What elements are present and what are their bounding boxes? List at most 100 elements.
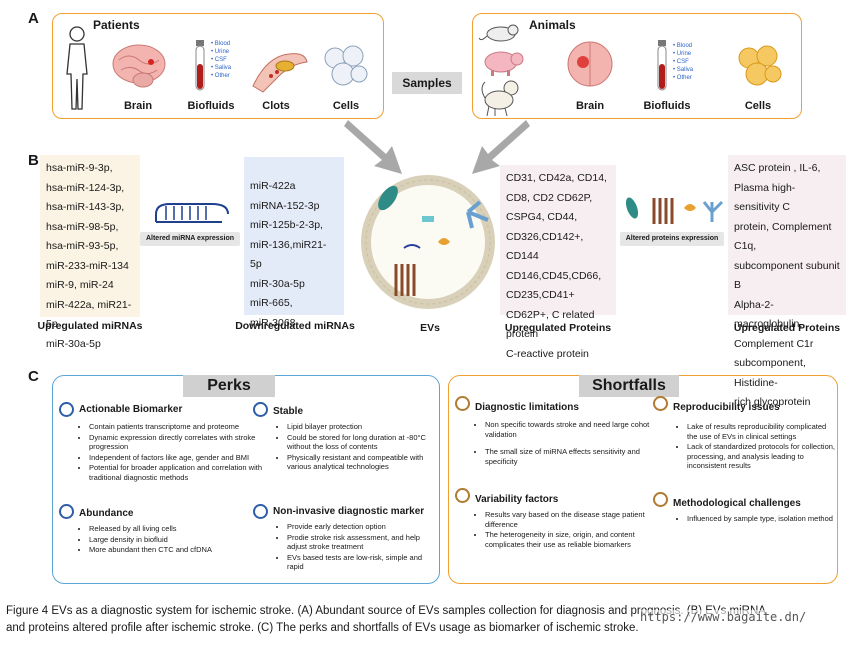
samples-label: Samples xyxy=(392,72,462,94)
list-item: Could be stored for long duration at -80… xyxy=(287,433,445,452)
figure-caption: Figure 4 EVs as a diagnostic system for … xyxy=(6,603,862,637)
perks-box: Perks Actionable Biomarker Contain patie… xyxy=(52,375,440,584)
perks-title: Perks xyxy=(183,375,275,397)
downregulated-mirna-caption: Downregulated miRNAs xyxy=(235,320,355,332)
patients-item-biofluids: Biofluids xyxy=(187,100,235,112)
perk-title: Abundance xyxy=(79,508,134,519)
check-icon xyxy=(455,488,470,503)
mirna-item: miR-3068 xyxy=(250,316,296,329)
evs-label: EVs xyxy=(420,322,440,334)
animal-brain-icon xyxy=(567,41,613,87)
list-item: Non specific towards stroke and need lar… xyxy=(485,420,663,439)
list-item: Dynamic expression directly correlates w… xyxy=(89,433,281,452)
mirna-item: miR-9, miR-24 xyxy=(46,279,114,291)
list-item: Lack of standardized protocols for colle… xyxy=(687,442,837,471)
caption-line-2: and proteins altered profile after ische… xyxy=(6,622,639,634)
protein-item: subcomponent subunit B xyxy=(734,259,840,292)
mirna-hairpin-icon xyxy=(155,203,229,223)
protein-item: CSPG4, CD44, xyxy=(506,211,578,223)
panel-a-letter: A xyxy=(28,10,39,27)
protein-item: protein, Complement C1q, xyxy=(734,220,832,253)
shortfall-list: Influenced by sample type, isolation met… xyxy=(675,514,837,525)
panel-b-letter: B xyxy=(28,152,39,169)
shortfall-title: Methodological challenges xyxy=(673,498,801,509)
perk-list: Released by all living cells Large densi… xyxy=(77,524,269,556)
protein-item: Alpha-2-macroglobulin, xyxy=(734,298,803,331)
mirna-item: miR-422a, miR21-5p xyxy=(46,298,132,331)
upregulated-mirna-box: hsa-miR-9-3p, hsa-miR-124-3p, hsa-miR-14… xyxy=(40,155,140,350)
cells-icon xyxy=(324,45,368,86)
protein-item: C-reactive protein xyxy=(506,347,589,360)
biofluid-item: Urine xyxy=(211,48,231,56)
upregulated-proteins-box-1: CD31, CD42a, CD14, CD8, CD2 CD62P, CSPG4… xyxy=(500,165,616,360)
patients-item-clots: Clots xyxy=(262,100,290,112)
right-arrow-icon xyxy=(472,120,530,174)
patients-item-cells: Cells xyxy=(332,100,360,112)
left-arrow-icon xyxy=(344,120,402,174)
human-icon xyxy=(66,26,88,110)
list-item: Physically resistant and compeatible wit… xyxy=(287,453,445,472)
perk-list: Lipid bilayer protection Could be stored… xyxy=(275,422,445,473)
patients-item-brain: Brain xyxy=(123,100,153,112)
biofluid-item: Blood xyxy=(211,40,231,48)
list-item: EVs based tests are low-risk, simple and… xyxy=(287,553,437,572)
panel-c-letter: C xyxy=(28,368,39,385)
mirna-item: hsa-miR-9-3p, xyxy=(46,162,113,174)
protein-item: Complement C1r xyxy=(734,337,814,350)
mirna-item: hsa-miR-124-3p, xyxy=(46,181,125,194)
mirna-item: hsa-miR-98-5p, xyxy=(46,220,119,233)
check-icon xyxy=(653,492,668,507)
list-item: Potential for broader application and co… xyxy=(89,463,281,482)
animal-cells-icon xyxy=(738,45,782,86)
altered-mirna-label: Altered miRNA expression xyxy=(140,232,240,246)
list-item: The small size of miRNA effects sensitiv… xyxy=(485,447,663,466)
mirna-item: miR-136,miR21-5p xyxy=(250,238,327,271)
shortfalls-title: Shortfalls xyxy=(579,375,679,397)
caption-line-1: Figure 4 EVs as a diagnostic system for … xyxy=(6,605,766,617)
protein-item: subcomponent, Histidine- xyxy=(734,357,806,389)
biofluid-item: CSF xyxy=(211,56,231,64)
list-item: Lipid bilayer protection xyxy=(287,422,445,432)
shortfall-list: Results vary based on the disease stage … xyxy=(473,510,663,550)
shortfall-list: Lake of results reproducibility complica… xyxy=(675,422,837,472)
upregulated-mirna-caption: Upregulated miRNAs xyxy=(37,320,143,332)
pig-icon xyxy=(484,51,524,76)
list-item: Provide early detection option xyxy=(287,522,437,532)
upregulated-proteins-caption-1: Upregulated Proteins xyxy=(504,322,612,334)
biofluid-item: Blood xyxy=(673,42,693,50)
biofluid-item: Urine xyxy=(673,50,693,58)
mirna-item: miR-665, xyxy=(250,297,293,309)
upregulated-proteins-box-2: ASC protein , IL-6, Plasma high-sensitiv… xyxy=(728,155,846,408)
check-icon xyxy=(59,402,74,417)
animal-blood-tube-icon xyxy=(657,40,667,91)
biofluid-item: Other xyxy=(211,72,231,80)
check-icon xyxy=(653,396,668,411)
shortfall-title: Variability factors xyxy=(475,494,559,505)
list-item: Results vary based on the disease stage … xyxy=(485,510,663,529)
check-icon xyxy=(253,504,268,519)
biofluid-item: Saliva xyxy=(673,66,693,74)
animals-title: Animals xyxy=(529,18,576,32)
mirna-item: miR-30a-5p xyxy=(250,277,305,290)
list-item: Released by all living cells xyxy=(89,524,269,534)
animals-item-cells: Cells xyxy=(744,100,772,112)
protein-item: CD8, CD2 CD62P, xyxy=(506,191,593,204)
blood-tube-icon xyxy=(195,40,205,91)
protein-item: CD31, CD42a, CD14, xyxy=(506,172,607,184)
mirna-item: miRNA-152-3p xyxy=(250,199,320,212)
list-item: Independent of factors like age, gender … xyxy=(89,453,281,463)
mirna-item: miR-125b-2-3p, xyxy=(250,219,323,231)
clot-icon xyxy=(252,53,308,93)
mirna-item: miR-233-miR-134 xyxy=(46,259,129,272)
shortfall-title: Reproducibility issues xyxy=(673,402,780,413)
mirna-item: miR-30a-5p xyxy=(46,337,101,350)
animals-box: Animals Blood Urine CSF Saliva Other xyxy=(472,13,802,119)
patients-title: Patients xyxy=(93,18,140,32)
protein-item: ASC protein , IL-6, xyxy=(734,162,821,174)
animals-item-brain: Brain xyxy=(575,100,605,112)
list-item: Prodie stroke risk assessment, and help … xyxy=(287,533,437,552)
check-icon xyxy=(455,396,470,411)
patients-biofluid-list: Blood Urine CSF Saliva Other xyxy=(211,40,231,80)
altered-proteins-label: Altered proteins expression xyxy=(620,232,724,246)
perk-title: Non-invasive diagnostic marker xyxy=(273,506,425,517)
